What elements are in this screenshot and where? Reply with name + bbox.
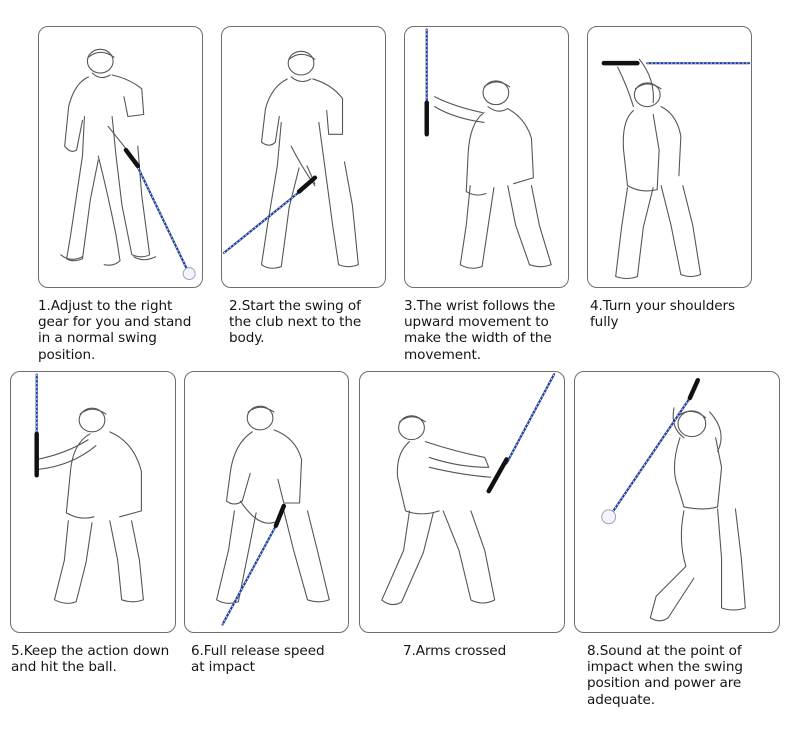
caption-line: make the width of the bbox=[404, 330, 552, 347]
step-2-illustration bbox=[221, 26, 386, 288]
step-3-caption: 3.The wrist follows the upward movement … bbox=[404, 298, 584, 363]
caption-line: body. bbox=[229, 330, 265, 347]
caption-line: 3.The wrist follows the bbox=[404, 298, 556, 314]
caption-line: upward movement to bbox=[404, 314, 549, 331]
golfer-downswing-icon bbox=[34, 373, 144, 604]
caption-line: fully bbox=[590, 314, 619, 331]
step-7-caption: 7.Arms crossed bbox=[403, 643, 563, 659]
step-6-illustration bbox=[184, 371, 349, 633]
step-5-caption: 5.Keep the action down and hit the ball. bbox=[11, 643, 191, 675]
step-8-caption: 8.Sound at the point of impact when the … bbox=[587, 643, 777, 708]
caption-line: 4.Turn your shoulders bbox=[590, 298, 735, 314]
step-3-illustration bbox=[404, 26, 569, 288]
step-4-illustration bbox=[587, 26, 752, 288]
step-1-caption: 1.Adjust to the right gear for you and s… bbox=[38, 298, 218, 363]
golfer-address-icon bbox=[60, 48, 196, 280]
golfer-takeaway-icon bbox=[222, 50, 359, 269]
caption-line: and hit the ball. bbox=[11, 659, 117, 676]
caption-line: impact when the swing bbox=[587, 659, 743, 676]
step-8-illustration bbox=[574, 371, 780, 633]
caption-line: position. bbox=[38, 346, 96, 363]
golfer-follow-through-icon bbox=[601, 377, 746, 622]
caption-line: movement. bbox=[404, 346, 481, 363]
step-6-caption: 6.Full release speed at impact bbox=[191, 643, 361, 675]
caption-line: 2.Start the swing of bbox=[229, 298, 361, 314]
golfer-top-of-backswing-icon bbox=[601, 58, 751, 280]
step-1-illustration bbox=[38, 26, 203, 288]
step-7-illustration bbox=[359, 371, 565, 633]
caption-line: 6.Full release speed bbox=[191, 643, 325, 659]
caption-line: adequate. bbox=[587, 691, 656, 708]
caption-line: 7.Arms crossed bbox=[403, 643, 507, 659]
golfer-wrist-hinge-icon bbox=[424, 28, 552, 269]
caption-line: the club next to the bbox=[229, 314, 362, 331]
caption-line: at impact bbox=[191, 659, 255, 676]
caption-line: 1.Adjust to the right bbox=[38, 298, 173, 314]
step-5-illustration bbox=[10, 371, 176, 633]
step-2-caption: 2.Start the swing of the club next to th… bbox=[229, 298, 399, 347]
caption-line: 5.Keep the action down bbox=[11, 643, 170, 659]
caption-line: position and power are bbox=[587, 675, 742, 692]
golfer-release-icon bbox=[381, 373, 556, 606]
caption-line: in a normal swing bbox=[38, 330, 157, 347]
golfer-impact-icon bbox=[216, 405, 330, 626]
caption-line: 8.Sound at the point of bbox=[587, 643, 742, 659]
caption-line: gear for you and stand bbox=[38, 314, 192, 331]
step-4-caption: 4.Turn your shoulders fully bbox=[590, 298, 770, 330]
